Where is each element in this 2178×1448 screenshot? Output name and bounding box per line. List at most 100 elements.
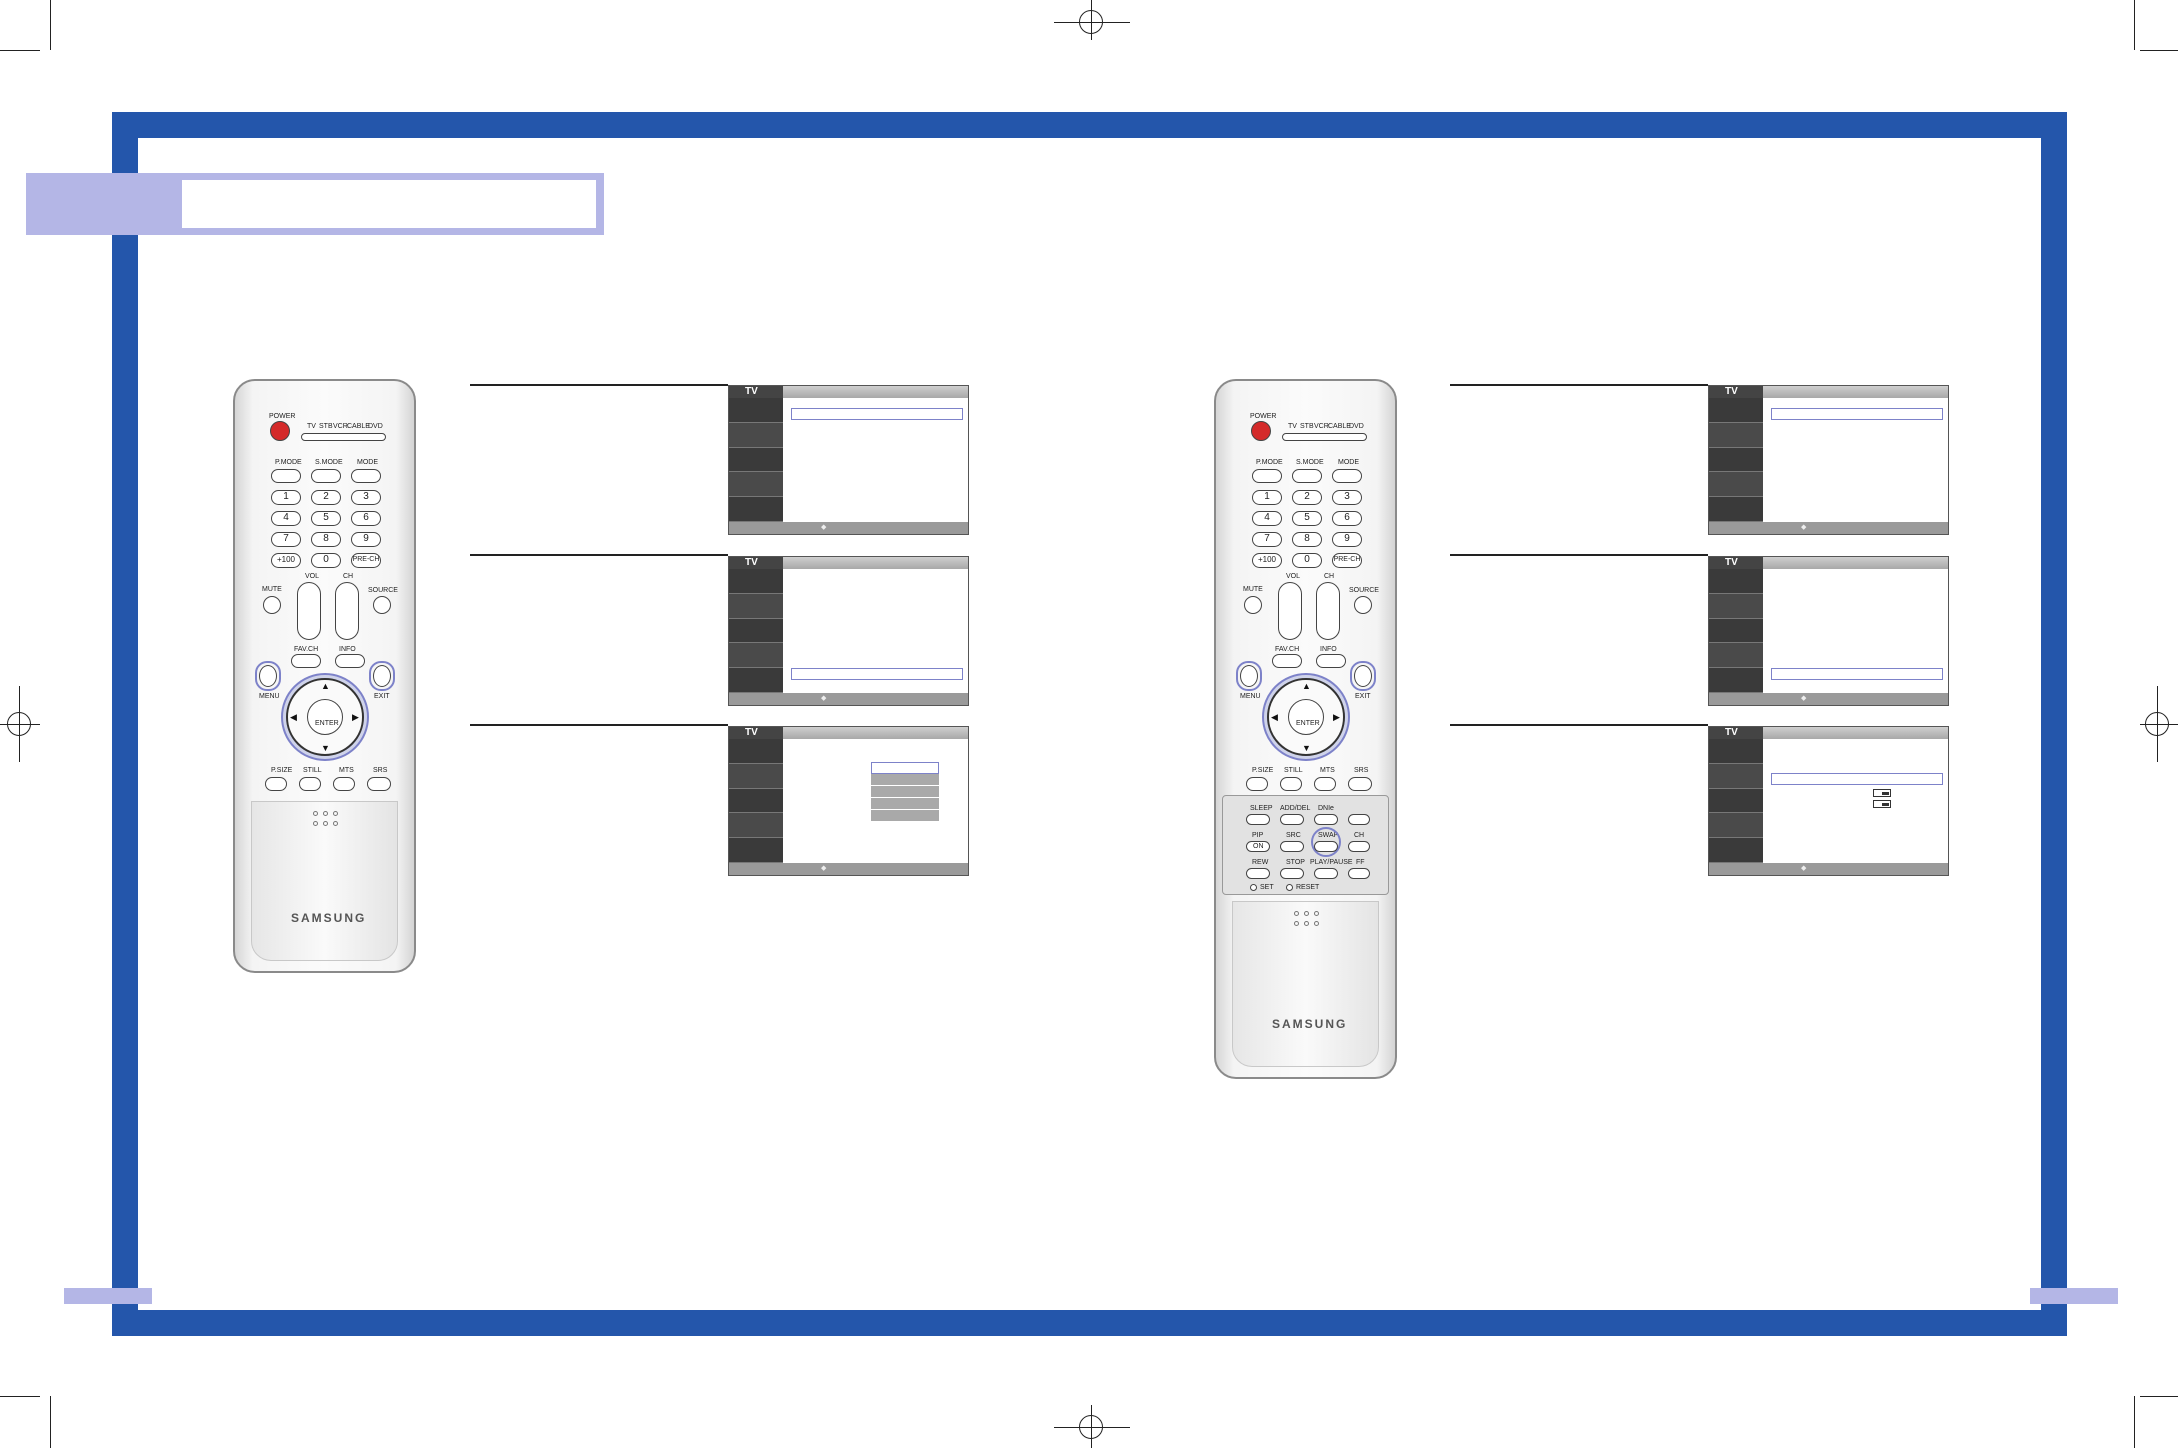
vol-rocker[interactable] <box>1278 582 1302 640</box>
info-button[interactable] <box>1316 654 1346 668</box>
menu-button[interactable] <box>1240 665 1258 687</box>
down-arrow-icon[interactable]: ▼ <box>321 743 330 753</box>
enter-button[interactable] <box>1288 699 1324 735</box>
digit-9-button[interactable]: 9 <box>1332 532 1362 547</box>
pip-ch-up-button[interactable] <box>1348 814 1370 825</box>
pip-on-button[interactable] <box>1246 841 1270 852</box>
exit-button[interactable] <box>1354 665 1372 687</box>
source-button[interactable] <box>1354 596 1372 614</box>
favch-button[interactable] <box>1272 654 1302 668</box>
ch-rocker[interactable] <box>1316 582 1340 640</box>
info-button[interactable] <box>335 654 365 668</box>
digit-8-button[interactable]: 8 <box>311 532 341 547</box>
osd-footer: ◆ <box>729 693 968 705</box>
srs-button[interactable] <box>367 777 391 791</box>
osd-option <box>871 786 939 798</box>
psize-button[interactable] <box>1246 777 1268 791</box>
digit-2-button[interactable]: 2 <box>1292 490 1322 505</box>
mode-slider[interactable] <box>1282 433 1367 441</box>
osd-screen-left-1: TV ◆ <box>728 385 969 535</box>
mode-label-cable: CABLE <box>1328 423 1351 430</box>
pip-ch-down-button[interactable] <box>1348 841 1370 852</box>
source-button[interactable] <box>373 596 391 614</box>
digit-0-button[interactable]: 0 <box>311 553 341 568</box>
digit-6-button[interactable]: 6 <box>351 511 381 526</box>
pmode-button[interactable] <box>271 469 301 483</box>
exit-button[interactable] <box>373 665 391 687</box>
mute-button[interactable] <box>1244 596 1262 614</box>
pmode-label: P.MODE <box>275 459 302 466</box>
speaker-hole <box>1304 921 1309 926</box>
power-button[interactable] <box>270 421 290 441</box>
crop-mark <box>0 50 40 51</box>
right-arrow-icon[interactable]: ▶ <box>1333 712 1340 722</box>
smode-label: S.MODE <box>315 459 343 466</box>
pip-on-label: ON <box>1253 843 1264 850</box>
still-button[interactable] <box>1280 777 1302 791</box>
power-button[interactable] <box>1251 421 1271 441</box>
plus100-button[interactable]: +100 <box>1252 553 1282 568</box>
mode-button[interactable] <box>351 469 381 483</box>
prech-button[interactable]: PRE-CH <box>1332 553 1362 568</box>
srs-button[interactable] <box>1348 777 1372 791</box>
up-arrow-icon[interactable]: ▲ <box>1302 681 1311 691</box>
down-arrow-icon[interactable]: ▼ <box>1302 743 1311 753</box>
stop-button[interactable] <box>1280 868 1304 879</box>
ch-rocker[interactable] <box>335 582 359 640</box>
digit-1-button[interactable]: 1 <box>1252 490 1282 505</box>
up-arrow-icon[interactable]: ▲ <box>321 681 330 691</box>
menu-button[interactable] <box>259 665 277 687</box>
digit-7-button[interactable]: 7 <box>271 532 301 547</box>
set-label: SET <box>1260 884 1274 891</box>
swap-button[interactable] <box>1314 841 1338 852</box>
prech-button[interactable]: PRE-CH <box>351 553 381 568</box>
reset-button[interactable] <box>1286 884 1293 891</box>
mode-slider[interactable] <box>301 433 386 441</box>
pmode-button[interactable] <box>1252 469 1282 483</box>
osd-side-menu <box>729 569 783 693</box>
registration-mark <box>1079 10 1103 34</box>
still-label: STILL <box>303 767 322 774</box>
dnie-button[interactable] <box>1314 814 1338 825</box>
plus100-button[interactable]: +100 <box>271 553 301 568</box>
digit-1-button[interactable]: 1 <box>271 490 301 505</box>
vol-rocker[interactable] <box>297 582 321 640</box>
smode-button[interactable] <box>311 469 341 483</box>
favch-button[interactable] <box>291 654 321 668</box>
mts-button[interactable] <box>1314 777 1336 791</box>
digit-4-button[interactable]: 4 <box>1252 511 1282 526</box>
digit-4-button[interactable]: 4 <box>271 511 301 526</box>
digit-6-button[interactable]: 6 <box>1332 511 1362 526</box>
enter-button[interactable] <box>307 699 343 735</box>
left-arrow-icon[interactable]: ◀ <box>1271 712 1278 722</box>
addel-button[interactable] <box>1280 814 1304 825</box>
digit-5-button[interactable]: 5 <box>311 511 341 526</box>
rew-button[interactable] <box>1246 868 1270 879</box>
ff-button[interactable] <box>1348 868 1370 879</box>
digit-3-button[interactable]: 3 <box>351 490 381 505</box>
play-pause-button[interactable] <box>1314 868 1338 879</box>
pip-source-button[interactable] <box>1280 841 1304 852</box>
digit-0-button[interactable]: 0 <box>1292 553 1322 568</box>
digit-9-button[interactable]: 9 <box>351 532 381 547</box>
mode-button[interactable] <box>1332 469 1362 483</box>
digit-7-button[interactable]: 7 <box>1252 532 1282 547</box>
digit-3-button[interactable]: 3 <box>1332 490 1362 505</box>
smode-button[interactable] <box>1292 469 1322 483</box>
osd-footer: ◆ <box>1709 693 1948 705</box>
psize-button[interactable] <box>265 777 287 791</box>
dnie-label: DNIe <box>1318 805 1334 812</box>
mute-button[interactable] <box>263 596 281 614</box>
menu-label: MENU <box>1240 693 1261 700</box>
right-arrow-icon[interactable]: ▶ <box>352 712 359 722</box>
digit-2-button[interactable]: 2 <box>311 490 341 505</box>
still-button[interactable] <box>299 777 321 791</box>
sleep-button[interactable] <box>1246 814 1270 825</box>
left-arrow-icon[interactable]: ◀ <box>290 712 297 722</box>
osd-side-menu <box>1709 398 1763 522</box>
digit-8-button[interactable]: 8 <box>1292 532 1322 547</box>
set-button[interactable] <box>1250 884 1257 891</box>
mts-button[interactable] <box>333 777 355 791</box>
digit-5-button[interactable]: 5 <box>1292 511 1322 526</box>
crop-mark <box>2134 1396 2135 1448</box>
